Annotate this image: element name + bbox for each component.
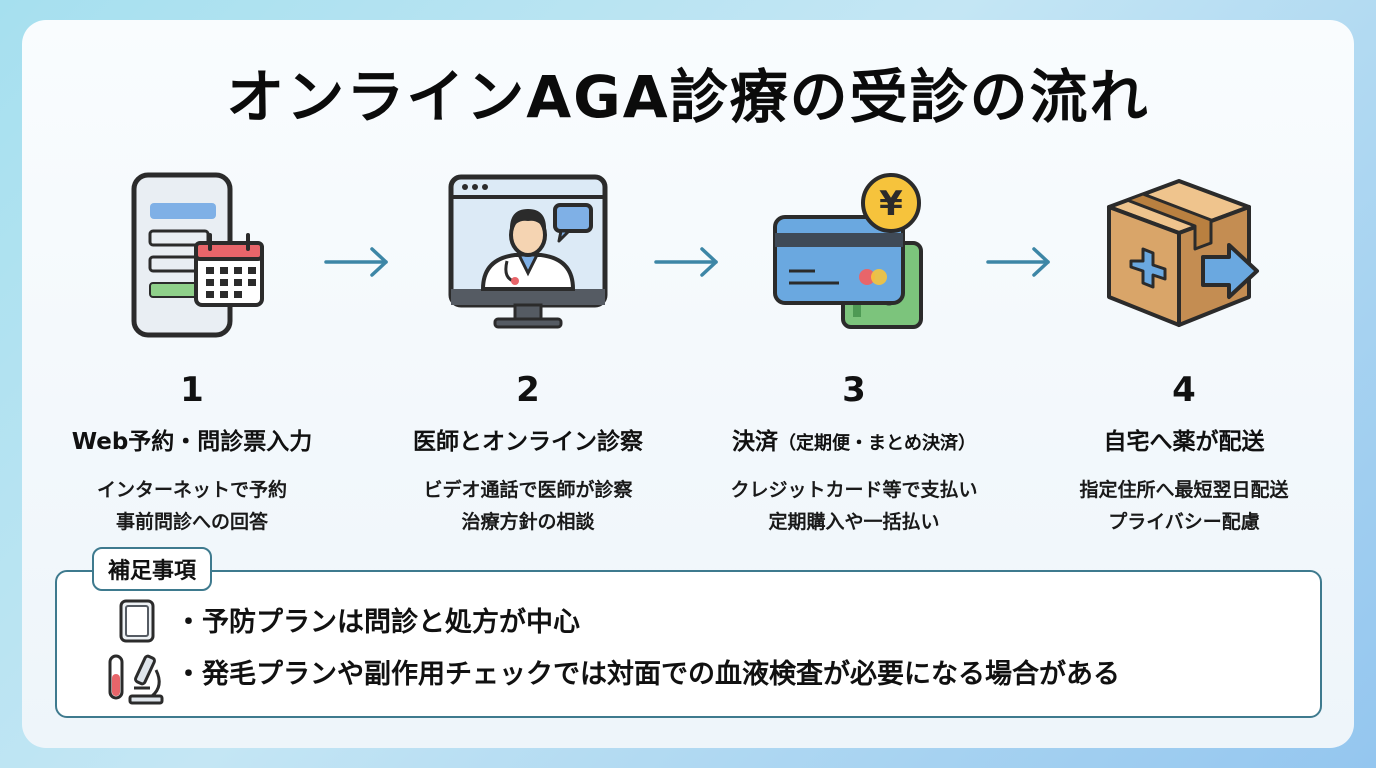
note-item: ・発毛プランや副作用チェックでは対面での血液検査が必要になる場合がある [175, 659, 1120, 690]
step-description: インターネットで予約 事前問診への回答 [96, 479, 287, 533]
delivery-box-icon [1024, 160, 1344, 350]
step-3: ¥ 3 決済（定期便・まとめ決済） クレジットカード等で支払い 定期購入や一括払… [694, 160, 1014, 538]
step-title: 自宅へ薬が配送 [1103, 429, 1265, 455]
step-description: クレジットカード等で支払い 定期購入や一括払い [730, 479, 978, 533]
credit-card-yen-icon: ¥ [694, 160, 1014, 350]
step-title: 医師とオンライン診察 [413, 429, 643, 455]
step-description: 指定住所へ最短翌日配送 プライバシー配慮 [1079, 479, 1289, 533]
notes-heading: 補足事項 [92, 547, 213, 591]
tablet-icon [119, 599, 155, 643]
note-item: ・予防プランは問診と処方が中心 [175, 607, 580, 638]
step-title: Web予約・問診票入力 [71, 429, 313, 455]
step-title: 決済（定期便・まとめ決済） [732, 429, 976, 455]
svg-text:¥: ¥ [879, 184, 903, 224]
step-4: 4 自宅へ薬が配送 指定住所へ最短翌日配送 プライバシー配慮 [1024, 160, 1344, 538]
arrow-right-icon [324, 247, 388, 277]
step-1: 1 Web予約・問診票入力 インターネットで予約 事前問診への回答 [32, 160, 352, 538]
video-call-doctor-icon [368, 160, 688, 350]
lab-microscope-icon [108, 654, 164, 705]
step-number: 2 [516, 370, 540, 410]
step-number: 4 [1172, 370, 1196, 410]
arrow-right-icon [654, 247, 718, 277]
arrow-right-icon [986, 247, 1050, 277]
step-2: 2 医師とオンライン診察 ビデオ通話で医師が診察 治療方針の相談 [368, 160, 688, 538]
step-number: 1 [180, 370, 204, 410]
step-number: 3 [842, 370, 866, 410]
step-description: ビデオ通話で医師が診察 治療方針の相談 [423, 479, 633, 533]
notes-panel [55, 570, 1322, 718]
smartphone-calendar-icon [32, 160, 352, 350]
page-title: オンラインAGA診療の受診の流れ [226, 63, 1150, 131]
